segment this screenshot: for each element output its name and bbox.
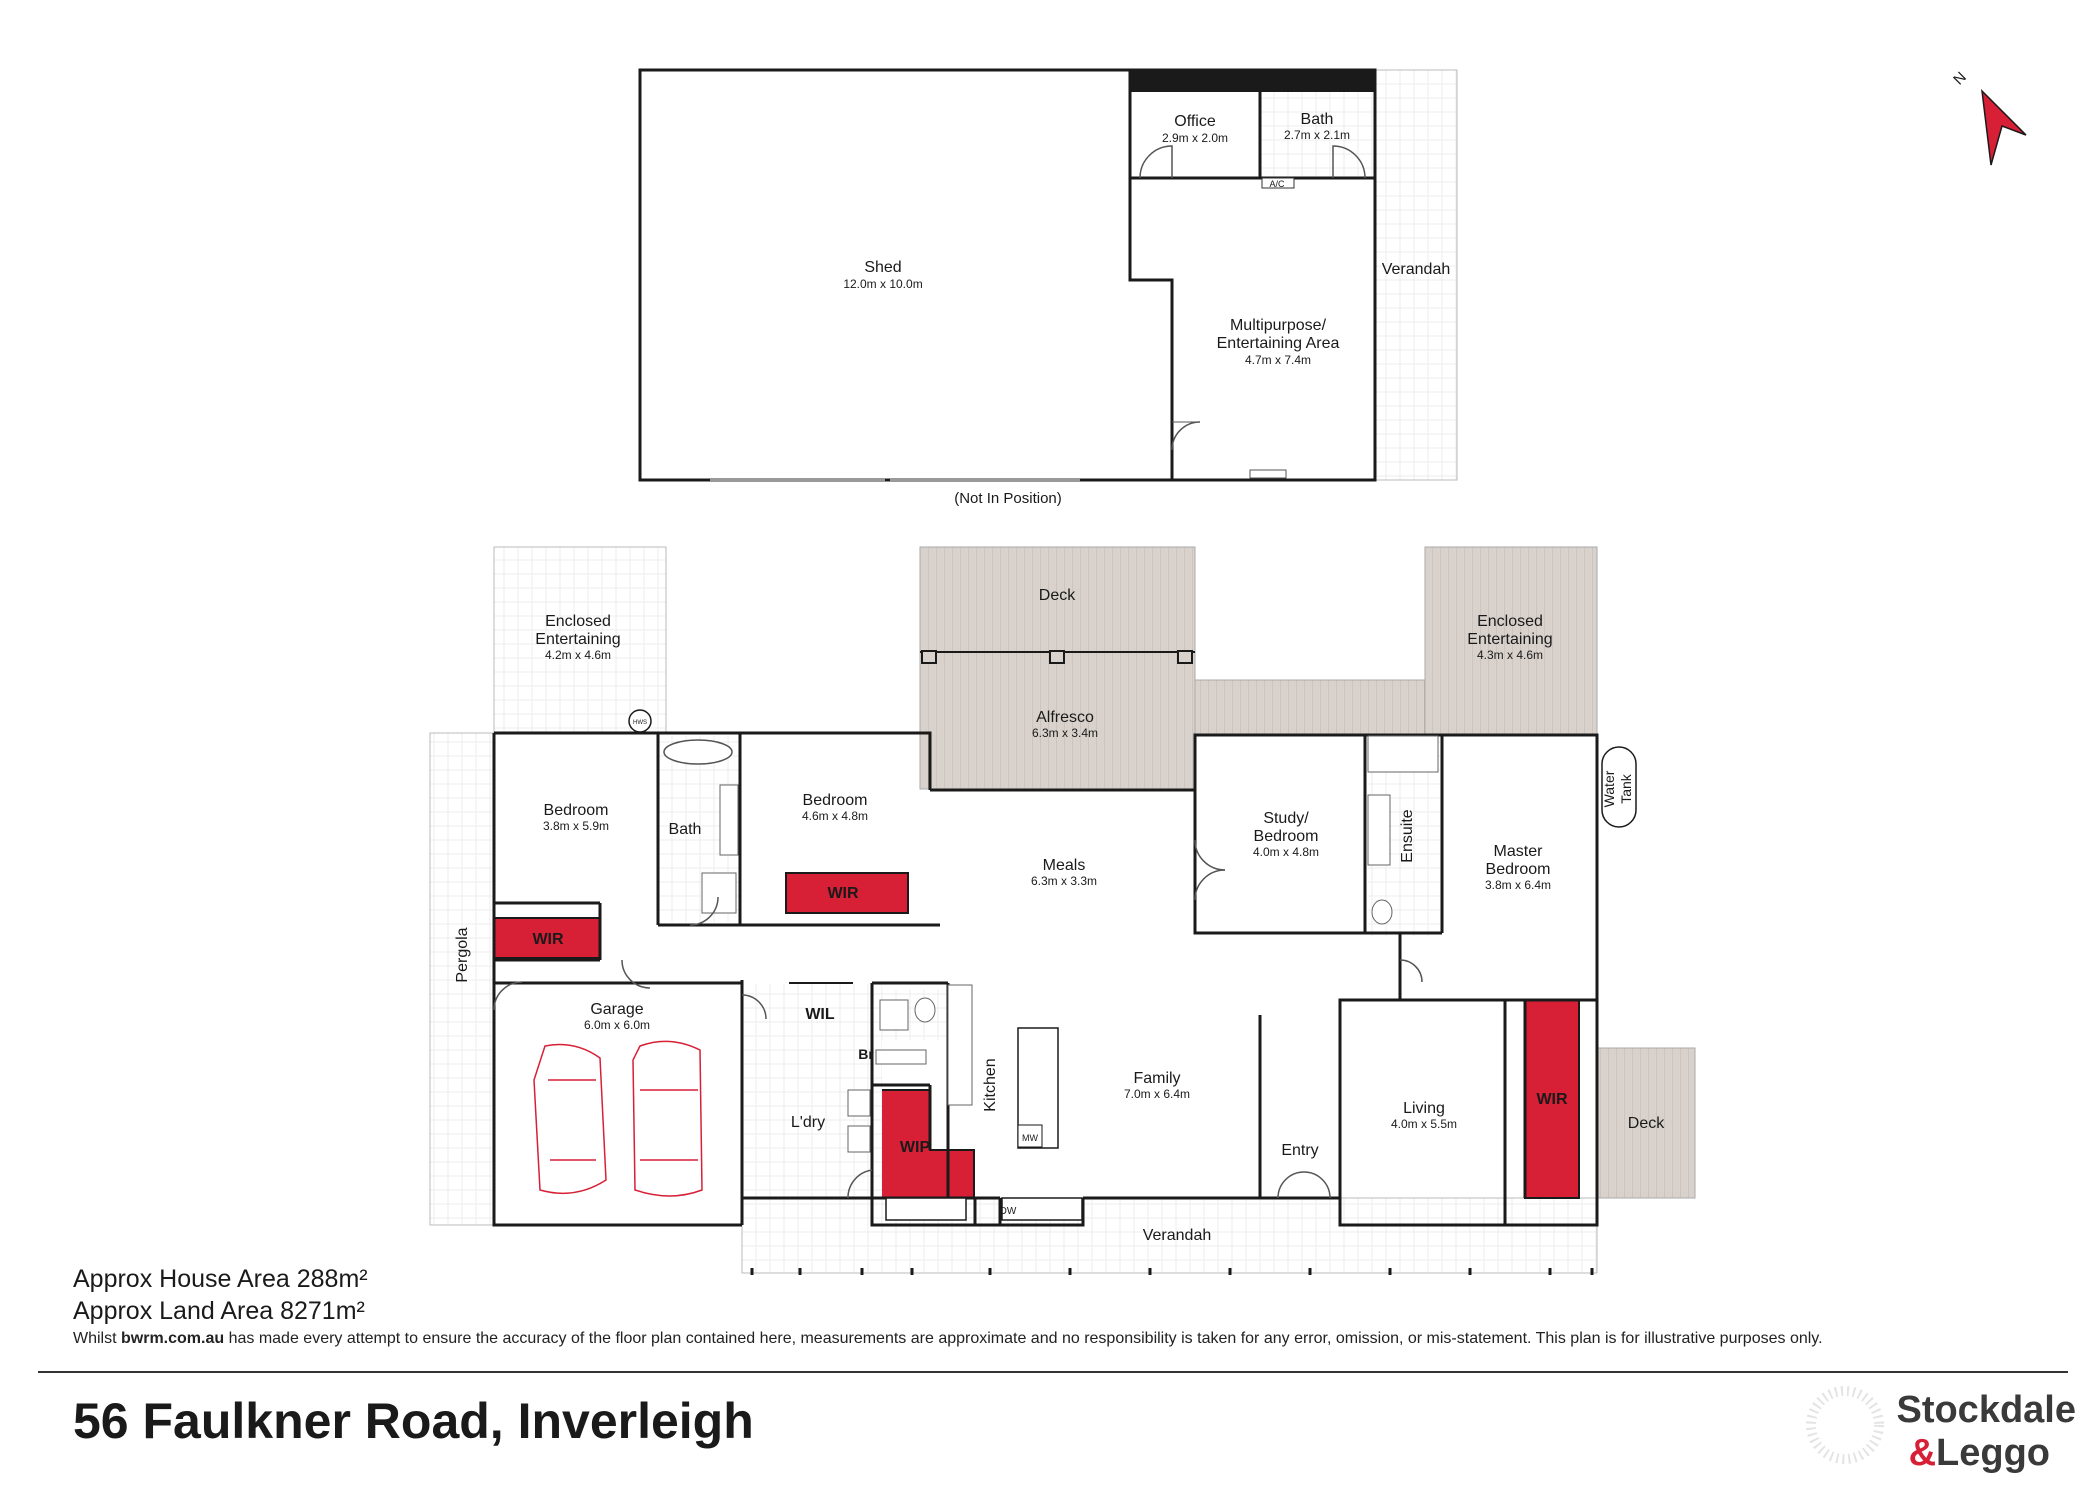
master-bedroom-dim: 3.8m x 6.4m: [1485, 878, 1551, 892]
water-tank: [1601, 746, 1637, 828]
ac-label: A/C: [1269, 179, 1285, 189]
enclosed-entertaining-right-area: [1424, 546, 1598, 736]
wir-mid-block: [785, 872, 909, 914]
verandah-label: Verandah: [1143, 1227, 1212, 1244]
shed-partition: [1128, 70, 1174, 480]
living-label: Living: [1403, 1100, 1445, 1117]
wip-label: WIP: [900, 1139, 931, 1156]
br-label: Br: [858, 1046, 874, 1062]
enclosed-entertaining-left-area: [493, 546, 667, 734]
brand-line-2: &Leggo: [1909, 1432, 2050, 1474]
shed-dim: 12.0m x 10.0m: [843, 277, 922, 291]
study-label-2: Bedroom: [1254, 828, 1319, 845]
study-label-1: Study/: [1263, 810, 1309, 827]
family-label: Family: [1133, 1070, 1180, 1087]
divider: [38, 1371, 2068, 1373]
dw-label: DW: [1000, 1206, 1017, 1217]
brand-line-1: Stockdale: [1896, 1389, 2076, 1431]
wir-mid-label: WIR: [827, 885, 859, 902]
water-tank-label-1: Water: [1601, 770, 1617, 807]
bathtub: [663, 739, 733, 765]
deck-strip-area: [1194, 679, 1426, 736]
ensuite-label: Ensuite: [1399, 809, 1416, 862]
master-bedroom-label-2: Bedroom: [1486, 861, 1551, 878]
pergola-area: [429, 732, 495, 1226]
house-area: Approx House Area 288m²: [73, 1265, 368, 1293]
verandah-area: [741, 1197, 1598, 1274]
bedroom-mid-label: Bedroom: [803, 792, 868, 809]
shed-bath-tiles: [1262, 92, 1373, 176]
north-label: N: [1950, 69, 1970, 89]
kitchen-label: Kitchen: [982, 1058, 999, 1111]
not-in-position-label: (Not In Position): [954, 490, 1062, 507]
shed-verandah-label: Verandah: [1382, 261, 1451, 278]
enclosed-entertaining-right-dim: 4.3m x 4.6m: [1477, 648, 1543, 662]
family-dim: 7.0m x 6.4m: [1124, 1087, 1190, 1101]
master-bedroom-label-1: Master: [1494, 843, 1544, 860]
wil-label: WIL: [805, 1006, 835, 1023]
alfresco-dim: 6.3m x 3.4m: [1032, 726, 1098, 740]
study-dim: 4.0m x 4.8m: [1253, 845, 1319, 859]
property-address: 56 Faulkner Road, Inverleigh: [73, 1393, 754, 1449]
bedroom-left-label: Bedroom: [544, 802, 609, 819]
mw-label: MW: [1022, 1133, 1038, 1143]
disclaimer: Whilst bwrm.com.au has made every attemp…: [73, 1330, 2053, 1348]
north-arrow-icon: N: [1950, 69, 2027, 166]
bedroom-left-dim: 3.8m x 5.9m: [543, 819, 609, 833]
shed-verandah-area: [1374, 69, 1458, 481]
disclaimer-prefix: Whilst: [73, 1330, 121, 1347]
garage-car-right: [632, 1040, 703, 1197]
enclosed-entertaining-left-label-1: Enclosed: [545, 613, 611, 630]
living-dim: 4.0m x 5.5m: [1391, 1117, 1457, 1131]
shed-top-beam: [1130, 70, 1375, 92]
garage-label: Garage: [590, 1001, 643, 1018]
laundry-label: L'dry: [791, 1114, 825, 1131]
deck-right-label: Deck: [1628, 1115, 1665, 1132]
wir-right-label: WIR: [1536, 1091, 1568, 1108]
wir-left-block: [493, 917, 601, 959]
multipurpose-label-2: Entertaining Area: [1217, 335, 1340, 352]
enclosed-entertaining-left-label-2: Entertaining: [535, 631, 620, 648]
shed-bath-label: Bath: [1301, 111, 1334, 128]
office-dim: 2.9m x 2.0m: [1162, 131, 1228, 145]
deck-top-label: Deck: [1039, 587, 1076, 604]
enclosed-entertaining-left-dim: 4.2m x 4.6m: [545, 648, 611, 662]
meals-label: Meals: [1043, 857, 1086, 874]
garage-dim: 6.0m x 6.0m: [584, 1018, 650, 1032]
deck-top-area: [919, 546, 1196, 653]
shed-label: Shed: [864, 259, 901, 276]
hws-label: HWS: [633, 720, 647, 726]
multipurpose-dim: 4.7m x 7.4m: [1245, 353, 1311, 367]
entry-label: Entry: [1281, 1142, 1318, 1159]
office-label: Office: [1174, 113, 1216, 130]
land-area: Approx Land Area 8271m²: [73, 1297, 365, 1325]
disclaimer-suffix: has made every attempt to ensure the acc…: [224, 1330, 1823, 1347]
water-tank-label-2: Tank: [1618, 773, 1634, 804]
bedroom-mid-dim: 4.6m x 4.8m: [802, 809, 868, 823]
enclosed-entertaining-right-label-2: Entertaining: [1467, 631, 1552, 648]
floor-plan: Shed 12.0m x 10.0m Office 2.9m x 2.0m Ba…: [73, 68, 2027, 1325]
brand-watermark-icon: [1806, 1386, 1884, 1464]
enclosed-entertaining-right-label-1: Enclosed: [1477, 613, 1543, 630]
shed-bath-dim: 2.7m x 2.1m: [1284, 128, 1350, 142]
garage-car-left: [533, 1043, 607, 1195]
alfresco-area: [919, 651, 1196, 790]
pergola-label: Pergola: [454, 927, 471, 982]
brand-logo: Stockdale &Leggo: [1806, 1386, 2076, 1474]
alfresco-label: Alfresco: [1036, 709, 1094, 726]
disclaimer-site-link[interactable]: bwrm.com.au: [121, 1330, 225, 1347]
meals-dim: 6.3m x 3.3m: [1031, 874, 1097, 888]
bath-label: Bath: [669, 821, 702, 838]
deck-right-area: [1596, 1047, 1696, 1199]
wir-left-label: WIR: [532, 931, 564, 948]
house-walls: [492, 731, 1599, 1227]
multipurpose-label-1: Multipurpose/: [1230, 317, 1327, 334]
